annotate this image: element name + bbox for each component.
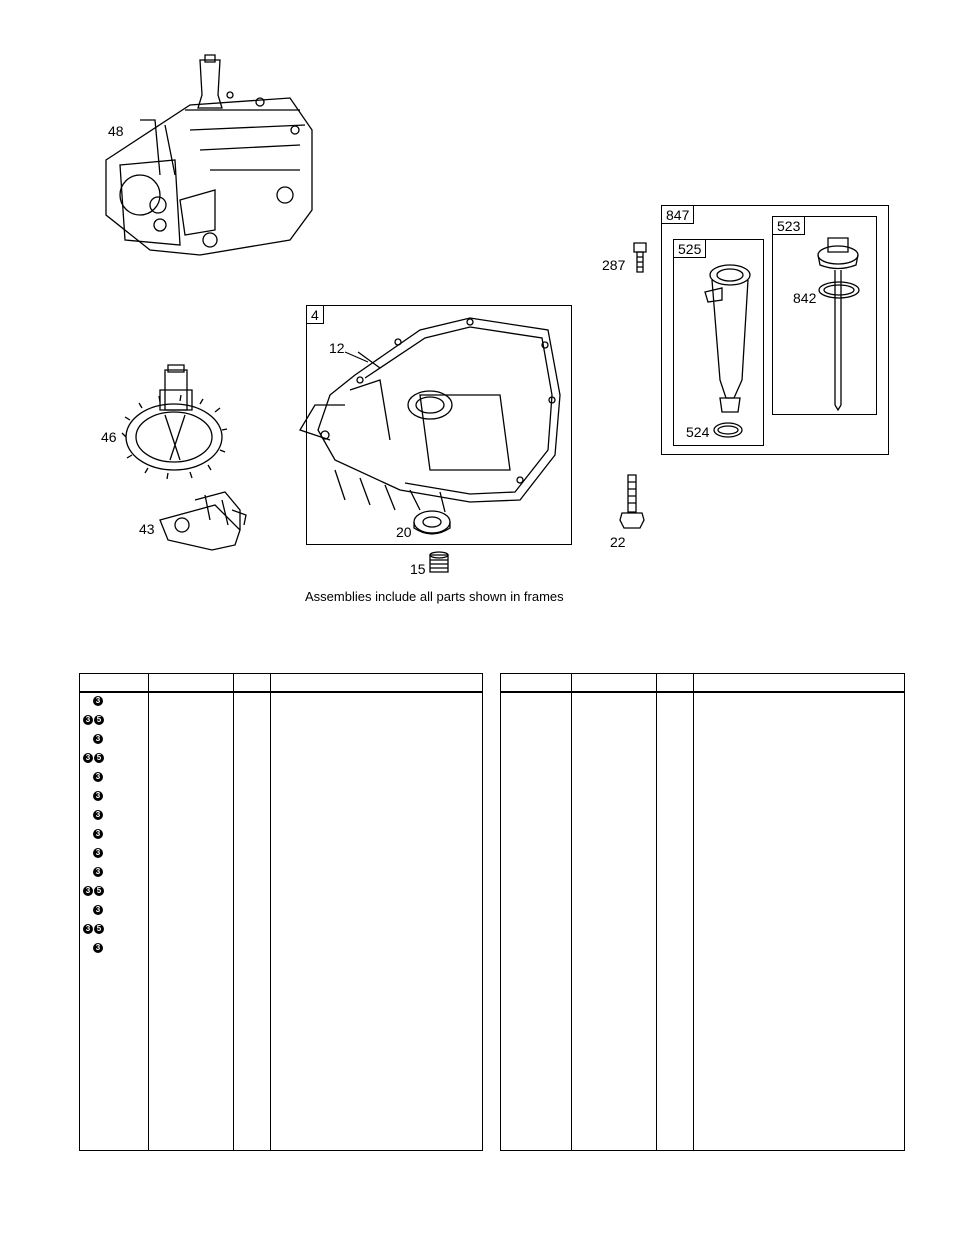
note-marker-icon: 3 xyxy=(93,867,103,877)
note-marker-icon: 3 xyxy=(93,696,103,706)
oil-seal-drawing xyxy=(413,510,451,535)
note-marker-icon: 5 xyxy=(94,924,104,934)
parts-table-right xyxy=(500,673,905,1151)
note-marker-icon: 3 xyxy=(93,810,103,820)
frame-4: 4 xyxy=(306,305,572,545)
column-divider xyxy=(233,674,234,1150)
note-marker-icon: 5 xyxy=(94,753,104,763)
note-marker-icon: 3 xyxy=(93,772,103,782)
note-marker-icon: 5 xyxy=(94,886,104,896)
table-row: 3 xyxy=(80,769,148,788)
dipstick-seal-drawing xyxy=(818,281,860,299)
note-marker-icon: 3 xyxy=(93,905,103,915)
frame-label-847: 847 xyxy=(662,206,695,224)
frame-label-523: 523 xyxy=(773,217,806,235)
callout-524: 524 xyxy=(686,424,710,440)
exploded-view-drawing xyxy=(105,54,860,573)
governor-drawing xyxy=(159,491,247,551)
table-row: 3 xyxy=(80,940,148,959)
table-row: 3 xyxy=(80,693,148,712)
table-header xyxy=(501,674,904,693)
note-marker-icon: 3 xyxy=(93,829,103,839)
callout-48: 48 xyxy=(108,123,124,139)
callout-22: 22 xyxy=(610,534,626,550)
callout-15: 15 xyxy=(410,561,426,577)
frame-label-4: 4 xyxy=(307,306,324,324)
note-marker-icon: 3 xyxy=(83,753,93,763)
column-divider xyxy=(148,674,149,1150)
frame-847: 847 xyxy=(661,205,889,455)
callout-842: 842 xyxy=(793,290,817,306)
tube-o-ring-drawing xyxy=(713,422,743,438)
callout-46: 46 xyxy=(101,429,117,445)
table-row: 3 xyxy=(80,864,148,883)
long-bolt-drawing xyxy=(619,474,645,529)
assemblies-caption: Assemblies include all parts shown in fr… xyxy=(305,589,564,604)
callout-12: 12 xyxy=(329,340,345,356)
callout-43: 43 xyxy=(139,521,155,537)
table-row: 3 xyxy=(80,788,148,807)
note-marker-icon: 5 xyxy=(94,715,104,725)
parts-diagram: 4 847 525 523 48 46 43 12 20 15 287 22 5… xyxy=(101,54,889,604)
table-row: 3 xyxy=(80,731,148,750)
table-row: 3 xyxy=(80,845,148,864)
small-bolt-drawing xyxy=(633,242,647,273)
crankcase-cover-drawing xyxy=(299,317,561,513)
column-divider xyxy=(693,674,694,1150)
note-marker-icon: 3 xyxy=(93,734,103,744)
column-divider xyxy=(656,674,657,1150)
column-divider xyxy=(571,674,572,1150)
cylinder-block-drawing xyxy=(105,54,313,256)
frame-label-525: 525 xyxy=(674,240,707,258)
drain-plug-drawing xyxy=(429,551,449,573)
note-marker-icon: 3 xyxy=(83,924,93,934)
note-marker-icon: 3 xyxy=(93,848,103,858)
column-divider xyxy=(270,674,271,1150)
note-marker-icon: 3 xyxy=(83,715,93,725)
dipstick-tube-drawing xyxy=(704,264,751,413)
note-marker-icon: 3 xyxy=(93,943,103,953)
callout-287: 287 xyxy=(602,257,626,273)
table-row: 3 xyxy=(80,826,148,845)
dipstick-drawing xyxy=(817,237,859,412)
callout-20: 20 xyxy=(396,524,412,540)
cam-gear-drawing xyxy=(121,364,228,480)
note-marker-icon: 3 xyxy=(93,791,103,801)
frame-525: 525 xyxy=(673,239,764,446)
table-header xyxy=(80,674,482,693)
frame-523: 523 xyxy=(772,216,877,415)
note-marker-icon: 3 xyxy=(83,886,93,896)
table-row: 3 xyxy=(80,902,148,921)
table-row: 3 xyxy=(80,807,148,826)
